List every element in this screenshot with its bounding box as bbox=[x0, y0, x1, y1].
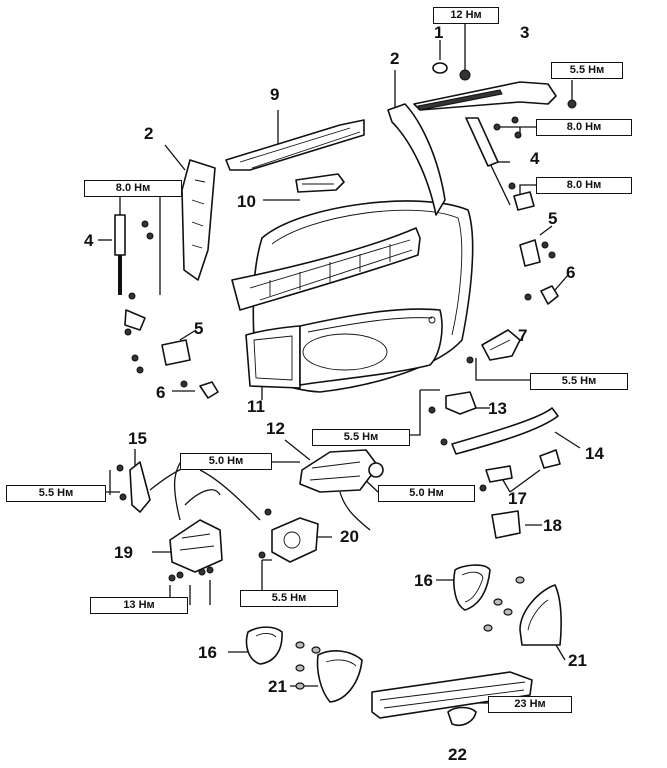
striker-17-left bbox=[485, 465, 513, 483]
callout-2-right: 2 bbox=[390, 49, 400, 68]
grommets bbox=[295, 576, 525, 690]
torque-label-strut-top: 8.0 Нм bbox=[536, 119, 632, 136]
gasket-16-left bbox=[245, 626, 283, 665]
clip-22 bbox=[447, 706, 477, 727]
pillar-trim-right bbox=[387, 103, 446, 216]
torque-label-actuator-top: 5.0 Нм bbox=[180, 453, 272, 470]
callout-14: 14 bbox=[585, 444, 604, 463]
callout-4-left: 4 bbox=[84, 231, 94, 250]
callout-4-right: 4 bbox=[530, 149, 540, 168]
stopper-6-right bbox=[540, 285, 559, 305]
callout-11: 11 bbox=[247, 397, 265, 416]
torque-label-wiper: 5.5 Нм bbox=[551, 62, 623, 79]
callout-13: 13 bbox=[488, 399, 507, 418]
callout-5-left: 5 bbox=[194, 319, 204, 338]
torque-label-actuator-bottom: 5.0 Нм bbox=[378, 485, 475, 502]
callout-2-left: 2 bbox=[144, 124, 154, 143]
torque-label-12: 12 Нм bbox=[433, 7, 499, 24]
callout-1: 1 bbox=[434, 23, 444, 42]
callout-3: 3 bbox=[520, 23, 530, 42]
torque-label-motor-20: 5.5 Нм bbox=[240, 590, 338, 607]
torque-label-strut-left: 8.0 Нм bbox=[84, 180, 182, 197]
motor-20 bbox=[271, 517, 319, 563]
cap-18 bbox=[491, 510, 521, 539]
lamp-21-right bbox=[519, 584, 562, 646]
bolts bbox=[116, 116, 560, 701]
latch-assembly-19 bbox=[169, 519, 223, 573]
callout-22: 22 bbox=[448, 745, 467, 764]
actuator-12 bbox=[299, 449, 379, 493]
callout-15: 15 bbox=[128, 429, 147, 448]
callout-20: 20 bbox=[340, 527, 359, 546]
callout-19: 19 bbox=[114, 543, 133, 562]
torque-label-latch-19: 13 Нм bbox=[90, 597, 188, 614]
torque-label-latch-7: 5.5 Нм bbox=[530, 373, 628, 390]
callout-16-left: 16 bbox=[198, 643, 217, 662]
callout-6-right: 6 bbox=[566, 263, 576, 282]
torque-label-lock-13: 5.5 Нм bbox=[312, 429, 410, 446]
scuff-plate bbox=[371, 671, 533, 719]
torque-label-clip: 23 Нм bbox=[488, 696, 572, 713]
hinge-5-left bbox=[161, 339, 191, 366]
callout-18: 18 bbox=[543, 516, 562, 535]
garnish-14 bbox=[451, 407, 559, 455]
callout-5-right: 5 bbox=[548, 209, 558, 228]
callout-7: 7 bbox=[518, 326, 528, 345]
spoiler-trim bbox=[231, 227, 421, 311]
callout-21-left: 21 bbox=[268, 677, 287, 696]
gasket-16-right bbox=[453, 564, 491, 611]
striker-17-right bbox=[539, 449, 561, 469]
torque-label-strut-bottom: 8.0 Нм bbox=[536, 177, 632, 194]
callout-9: 9 bbox=[270, 85, 280, 104]
callout-12: 12 bbox=[266, 419, 285, 438]
lamp-21-left bbox=[316, 650, 363, 703]
hinge-5-right bbox=[519, 239, 541, 267]
handle-10 bbox=[295, 173, 345, 193]
torque-label-rod-15: 5.5 Нм bbox=[6, 485, 106, 502]
callout-21-right: 21 bbox=[568, 651, 587, 670]
pillar-trim-left bbox=[181, 159, 216, 281]
stopper-6-left bbox=[199, 381, 219, 399]
lock-13 bbox=[445, 391, 477, 415]
callout-17: 17 bbox=[508, 489, 527, 508]
callout-16-right: 16 bbox=[414, 571, 433, 590]
callout-6-left: 6 bbox=[156, 383, 166, 402]
callout-10: 10 bbox=[237, 192, 256, 211]
